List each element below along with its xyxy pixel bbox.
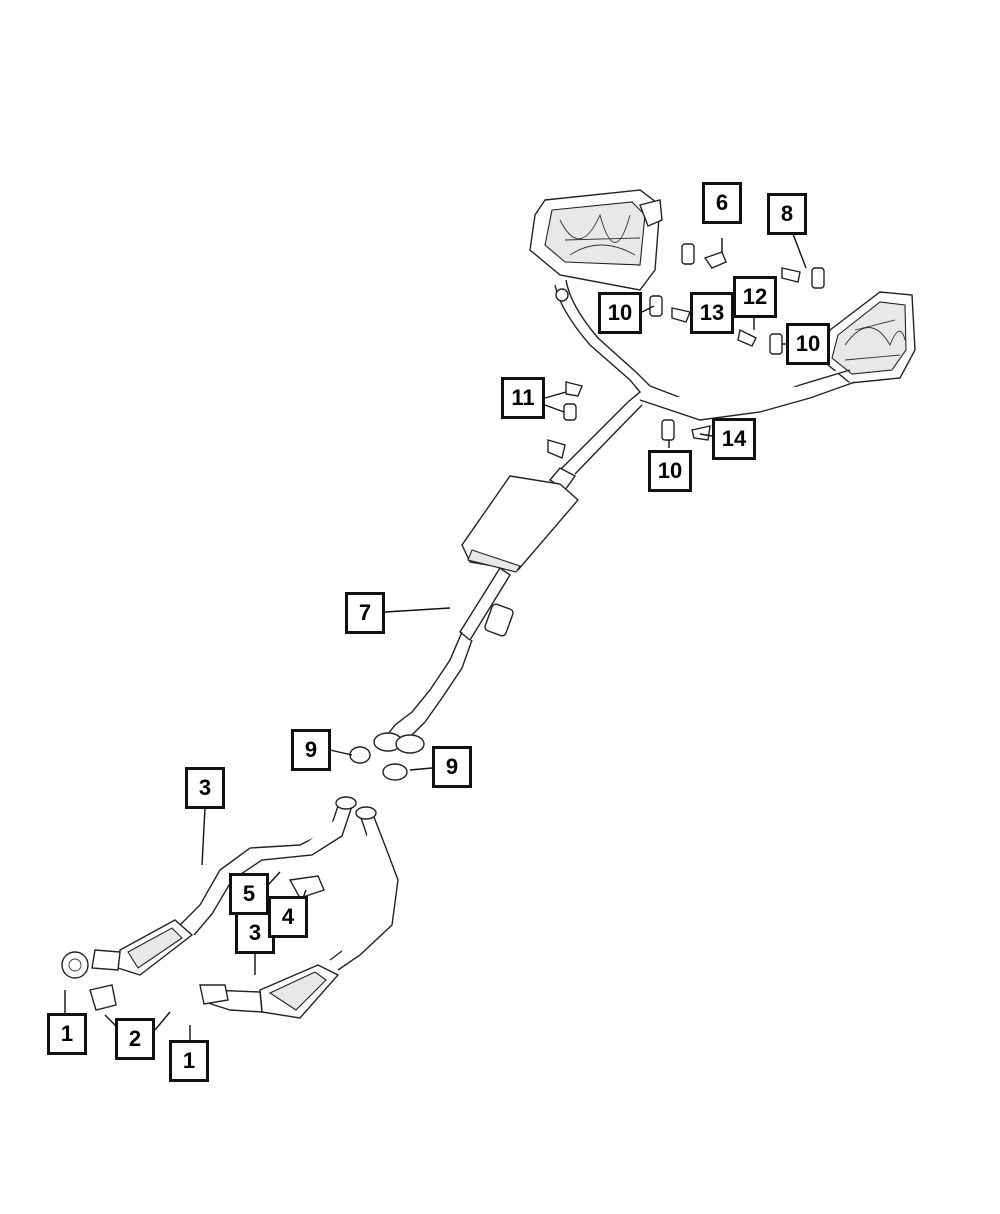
hangers-isolators	[547, 243, 825, 459]
intermediate-pipe	[373, 631, 473, 754]
callout-14[interactable]: 14	[712, 418, 756, 460]
callout-10-right[interactable]: 10	[786, 323, 830, 365]
callout-13[interactable]: 13	[690, 292, 734, 334]
callout-1-right[interactable]: 1	[169, 1040, 209, 1082]
callout-9-right[interactable]: 9	[432, 746, 472, 788]
callout-3-upper[interactable]: 3	[185, 767, 225, 809]
callout-11[interactable]: 11	[501, 377, 545, 419]
callout-8[interactable]: 8	[767, 193, 807, 235]
callout-2[interactable]: 2	[115, 1018, 155, 1060]
callout-12[interactable]: 12	[733, 276, 777, 318]
rear-left-muffler	[529, 189, 663, 291]
callout-10-lower[interactable]: 10	[648, 450, 692, 492]
leader-lines	[64, 233, 807, 1040]
rear-y-pipe	[554, 279, 856, 475]
rear-right-muffler	[821, 291, 916, 384]
callout-9-left[interactable]: 9	[291, 729, 331, 771]
callout-10-upper[interactable]: 10	[598, 292, 642, 334]
callout-4[interactable]: 4	[268, 896, 308, 938]
callout-7[interactable]: 7	[345, 592, 385, 634]
center-resonator	[459, 467, 579, 642]
clamps	[349, 746, 408, 781]
callout-6[interactable]: 6	[702, 182, 742, 224]
callout-1-left[interactable]: 1	[47, 1013, 87, 1055]
callout-5[interactable]: 5	[229, 873, 269, 915]
